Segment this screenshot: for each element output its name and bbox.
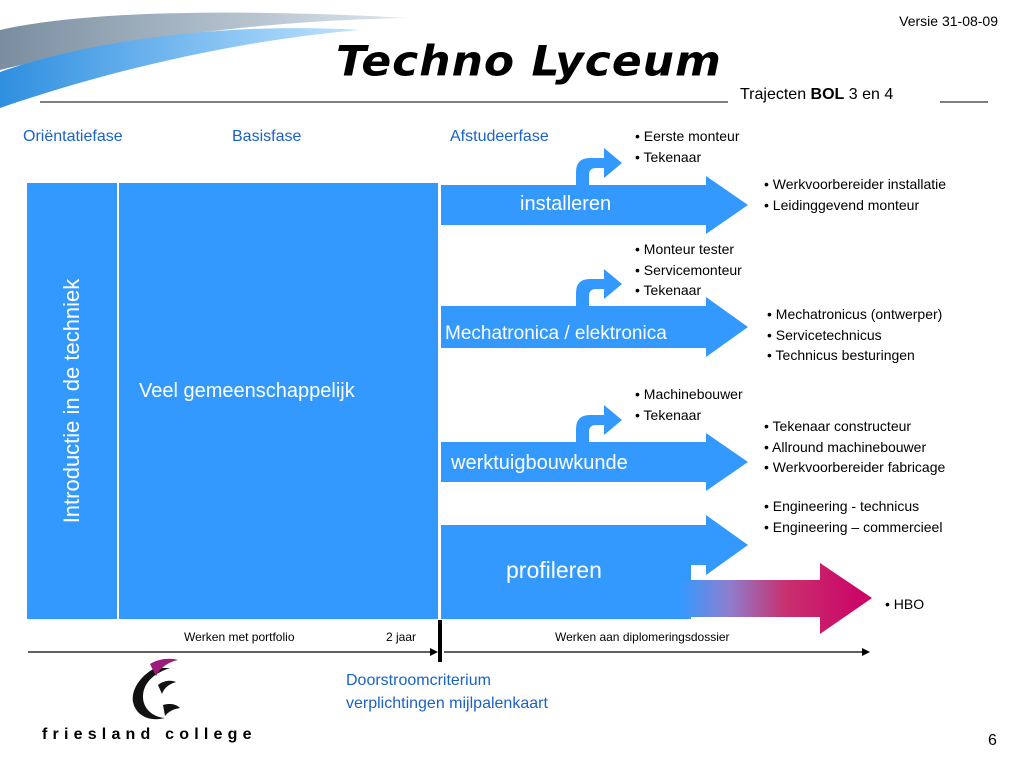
common-block: [119, 183, 438, 619]
intro-block-label: Introductie in de techniek: [59, 278, 84, 524]
list-item: • Tekenaar: [635, 148, 702, 165]
page-subtitle: Trajecten BOL 3 en 4: [740, 86, 893, 104]
phase-afstudeer: Afstudeerfase: [450, 128, 549, 145]
list-item: • Mechatronicus (ontwerper): [767, 306, 943, 322]
outcome-list-hbo: • HBO: [885, 594, 924, 615]
list-item: • Machinebouwer: [635, 386, 743, 402]
outcome-list-werktuigbouwkunde: • Tekenaar constructeur • Allround machi…: [764, 416, 945, 478]
header-swoosh: [0, 12, 410, 108]
outcome-list-installeren: • Werkvoorbereider installatie • Leiding…: [764, 174, 946, 215]
page-number: 6: [988, 732, 997, 749]
intro-block: [27, 183, 117, 619]
branch-arrow-2: [576, 269, 622, 306]
techno-lyceum-logo: Techno Lyceum: [336, 37, 722, 86]
list-item: • Monteur tester: [635, 241, 735, 257]
timeline-left-arrowhead: [430, 648, 438, 656]
list-item: • Tekenaar: [635, 282, 702, 298]
list-item: • Tekenaar: [635, 406, 702, 423]
version-label: Versie 31-08-09: [899, 13, 998, 29]
track-label-profileren: profileren: [506, 557, 602, 583]
college-name: friesland college: [42, 726, 257, 743]
side-list-werktuigbouwkunde: • Machinebouwer • Tekenaar: [635, 384, 743, 425]
timeline-right-label: Werken aan diplomeringsdossier: [555, 630, 730, 644]
track-arrow-werktuigbouwkunde: [441, 433, 748, 491]
phase-basis: Basisfase: [232, 128, 302, 145]
side-list-installeren: • Eerste monteur • Tekenaar: [635, 126, 740, 167]
list-item: • HBO: [885, 596, 925, 612]
list-item: • Werkvoorbereider fabricage: [764, 459, 946, 475]
list-item: • Servicemonteur: [635, 261, 742, 278]
timeline-right-arrowhead: [862, 648, 870, 656]
friesland-college-logo-icon: [132, 658, 180, 720]
list-item: • Werkvoorbereider installatie: [764, 176, 947, 192]
outcome-list-profileren: • Engineering - technicus • Engineering …: [764, 496, 942, 537]
subtitle-suffix: 3 en 4: [844, 86, 894, 103]
phase-orientatie: Oriëntatiefase: [23, 128, 123, 145]
track-label-mechatronica: Mechatronica / elektronica: [445, 323, 667, 344]
list-item: • Eerste monteur: [635, 128, 740, 144]
criterion-line-2: verplichtingen mijlpalenkaart: [346, 695, 548, 712]
list-item: • Engineering – commercieel: [764, 518, 943, 535]
track-arrow-mechatronica: [441, 297, 748, 357]
track-label-werktuigbouwkunde: werktuigbouwkunde: [451, 452, 628, 474]
list-item: • Tekenaar constructeur: [764, 418, 912, 434]
timeline-middle-label: 2 jaar: [386, 630, 417, 644]
list-item: • Leidinggevend monteur: [764, 196, 920, 213]
list-item: • Servicetechnicus: [767, 326, 882, 343]
criterion-line-1: Doorstroomcriterium: [346, 672, 491, 689]
subtitle-prefix: Trajecten: [740, 86, 811, 103]
profileren-base: [441, 560, 691, 619]
branch-arrow-1: [576, 148, 622, 185]
side-list-mechatronica: • Monteur tester • Servicemonteur • Teke…: [635, 239, 742, 301]
branch-arrow-3: [576, 405, 622, 442]
outcome-list-mechatronica: • Mechatronicus (ontwerper) • Servicetec…: [767, 304, 942, 366]
track-label-installeren: installeren: [520, 193, 612, 215]
timeline-left-label: Werken met portfolio: [184, 630, 295, 644]
criterion-text: Doorstroomcriterium verplichtingen mijlp…: [346, 669, 548, 715]
list-item: • Technicus besturingen: [767, 347, 915, 363]
timeline-divider: [438, 620, 442, 662]
list-item: • Engineering - technicus: [764, 498, 920, 514]
list-item: • Allround machinebouwer: [764, 438, 927, 455]
hbo-arrow: [680, 563, 872, 634]
subtitle-bold: BOL: [810, 86, 845, 103]
track-arrow-installeren: [441, 176, 748, 234]
common-block-label: Veel gemeenschappelijk: [139, 380, 355, 402]
